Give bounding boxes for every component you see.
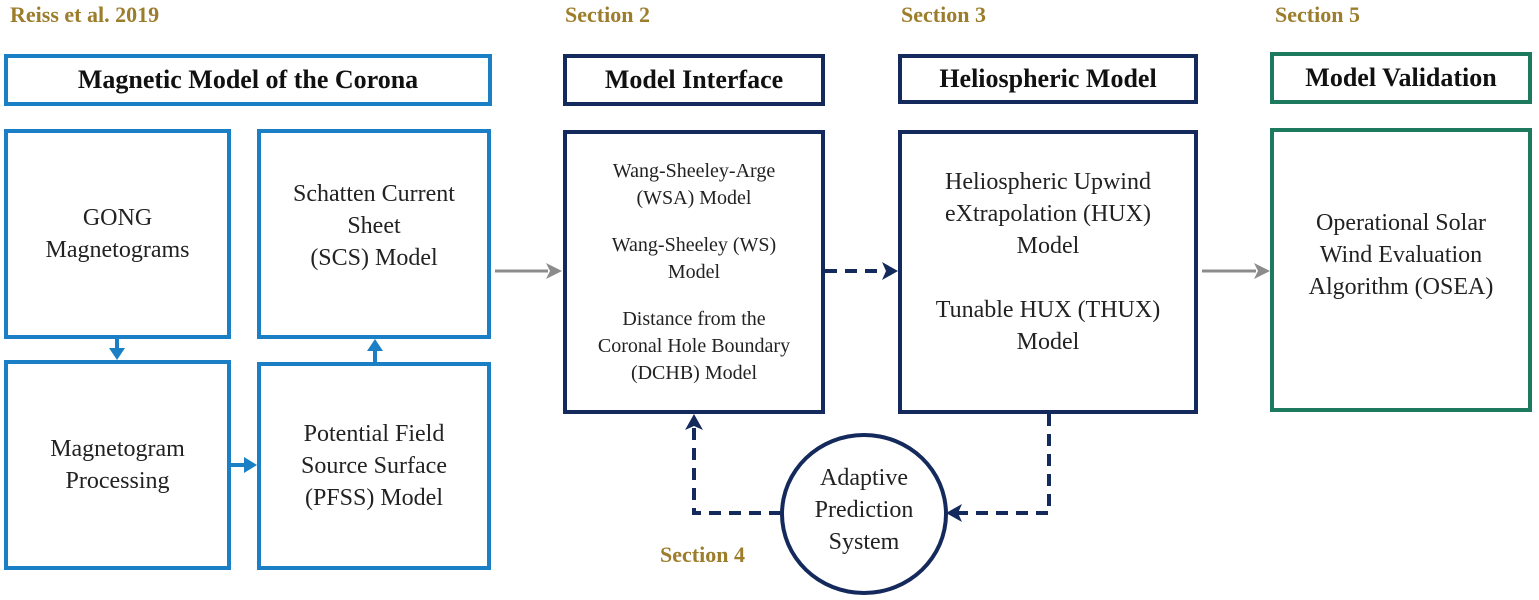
- section-4-label: Section 4: [660, 542, 745, 567]
- adaptive-line-1: Adaptive: [820, 465, 908, 491]
- arrow-pfss-to-scs: [367, 339, 383, 362]
- arrow-helio-to-adaptive: [946, 414, 1051, 522]
- pfss-line-2: Source Surface: [301, 453, 447, 479]
- osea-box: Operational Solar Wind Evaluation Algori…: [1270, 128, 1532, 412]
- interface-models-box: Wang-Sheeley-Arge (WSA) Model Wang-Sheel…: [563, 130, 825, 414]
- gong-line-2: Magnetograms: [45, 237, 190, 263]
- helio-header: Heliospheric Model: [898, 54, 1198, 104]
- adaptive-prediction-circle: Adaptive Prediction System: [780, 433, 948, 595]
- processing-line-1: Magnetogram: [50, 436, 185, 462]
- arrow-corona-to-interface: [495, 263, 562, 279]
- interface-header: Model Interface: [563, 54, 825, 106]
- dchb-line-2: Coronal Hole Boundary: [597, 334, 791, 357]
- dchb-line-3: (DCHB) Model: [630, 361, 758, 384]
- arrow-helio-to-validation: [1202, 263, 1270, 279]
- scs-model-box: Schatten Current Sheet (SCS) Model: [257, 129, 491, 339]
- section-5-label: Section 5: [1275, 2, 1360, 27]
- hux-line-1: Heliospheric Upwind: [945, 169, 1151, 195]
- section-3-label: Section 3: [901, 2, 986, 27]
- validation-header: Model Validation: [1270, 52, 1532, 104]
- helio-models-box: Heliospheric Upwind eXtrapolation (HUX) …: [898, 130, 1198, 414]
- section-2-label: Section 2: [565, 2, 650, 27]
- arrow-gong-to-processing: [109, 339, 125, 360]
- osea-line-2: Wind Evaluation: [1319, 242, 1483, 268]
- scs-line-3: (SCS) Model: [310, 245, 438, 271]
- arrow-adaptive-to-interface: [685, 414, 781, 515]
- pfss-line-3: (PFSS) Model: [304, 485, 444, 511]
- scs-line-1: Schatten Current: [293, 181, 455, 207]
- reference-label: Reiss et al. 2019: [10, 2, 160, 27]
- magnetogram-processing-box: Magnetogram Processing: [4, 360, 231, 570]
- ws-line-2: Model: [667, 260, 721, 283]
- hux-line-3: Model: [1016, 233, 1080, 259]
- ws-line-1: Wang-Sheeley (WS): [611, 233, 777, 256]
- adaptive-line-2: Prediction: [814, 497, 914, 523]
- dchb-line-1: Distance from the: [622, 307, 766, 330]
- osea-line-3: Algorithm (OSEA): [1308, 274, 1494, 300]
- osea-line-1: Operational Solar: [1316, 210, 1486, 236]
- scs-line-2: Sheet: [347, 213, 401, 239]
- thux-line-1: Tunable HUX (THUX): [935, 297, 1161, 323]
- arrow-interface-to-helio: [825, 262, 898, 280]
- adaptive-line-3: System: [828, 529, 900, 555]
- arrow-processing-to-pfss: [231, 457, 257, 473]
- wsa-line-2: (WSA) Model: [636, 186, 752, 209]
- gong-magnetograms-box: GONG Magnetograms: [4, 129, 231, 339]
- corona-header: Magnetic Model of the Corona: [4, 54, 492, 106]
- pfss-line-1: Potential Field: [303, 421, 445, 447]
- pfss-model-box: Potential Field Source Surface (PFSS) Mo…: [257, 362, 491, 570]
- processing-line-2: Processing: [65, 468, 170, 494]
- wsa-line-1: Wang-Sheeley-Arge: [612, 159, 776, 182]
- thux-line-2: Model: [1016, 329, 1080, 355]
- gong-line-1: GONG: [82, 205, 153, 231]
- hux-line-2: eXtrapolation (HUX): [945, 201, 1151, 227]
